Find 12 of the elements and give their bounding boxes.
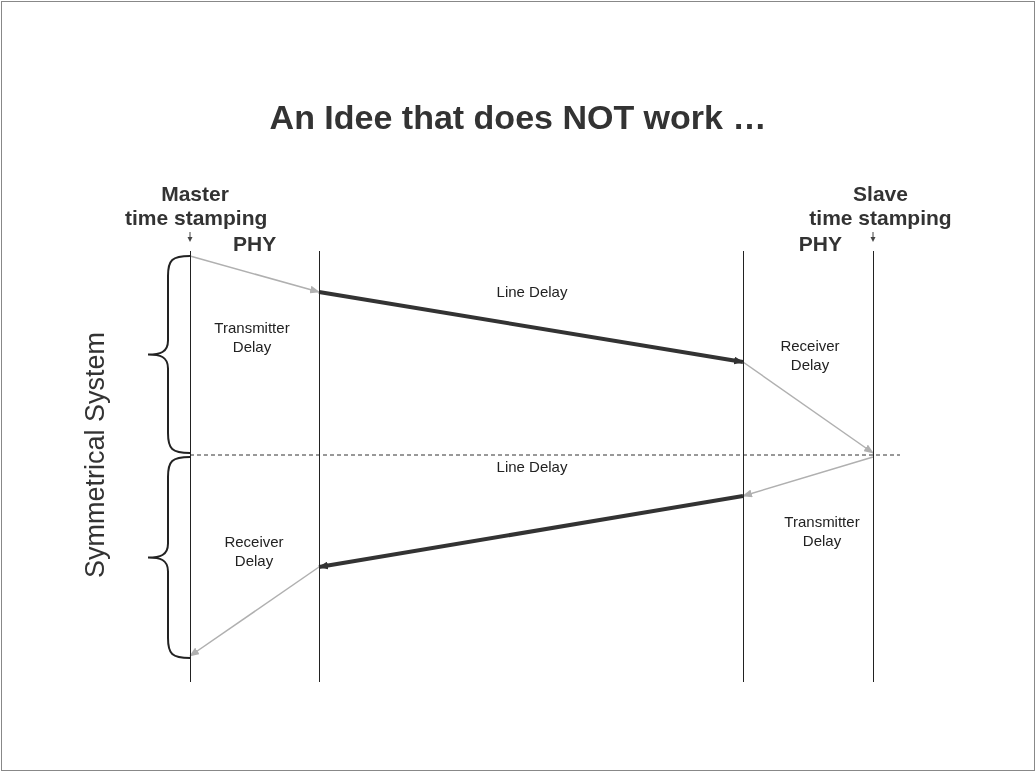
lifeline-label: Master time stamping xyxy=(125,182,265,230)
slide-title: An Idee that does NOT work … xyxy=(268,98,768,137)
arrow xyxy=(318,494,744,570)
lifeline-label: PHY xyxy=(233,232,278,256)
arrow xyxy=(742,361,874,454)
arrow xyxy=(318,290,744,365)
lifeline-label: PHY xyxy=(797,232,842,256)
lifeline-label: Slave time stamping xyxy=(808,182,953,230)
arrow xyxy=(742,456,874,498)
arrow xyxy=(189,566,320,657)
arrow xyxy=(189,255,320,294)
axis-label: Symmetrical System xyxy=(79,331,111,581)
